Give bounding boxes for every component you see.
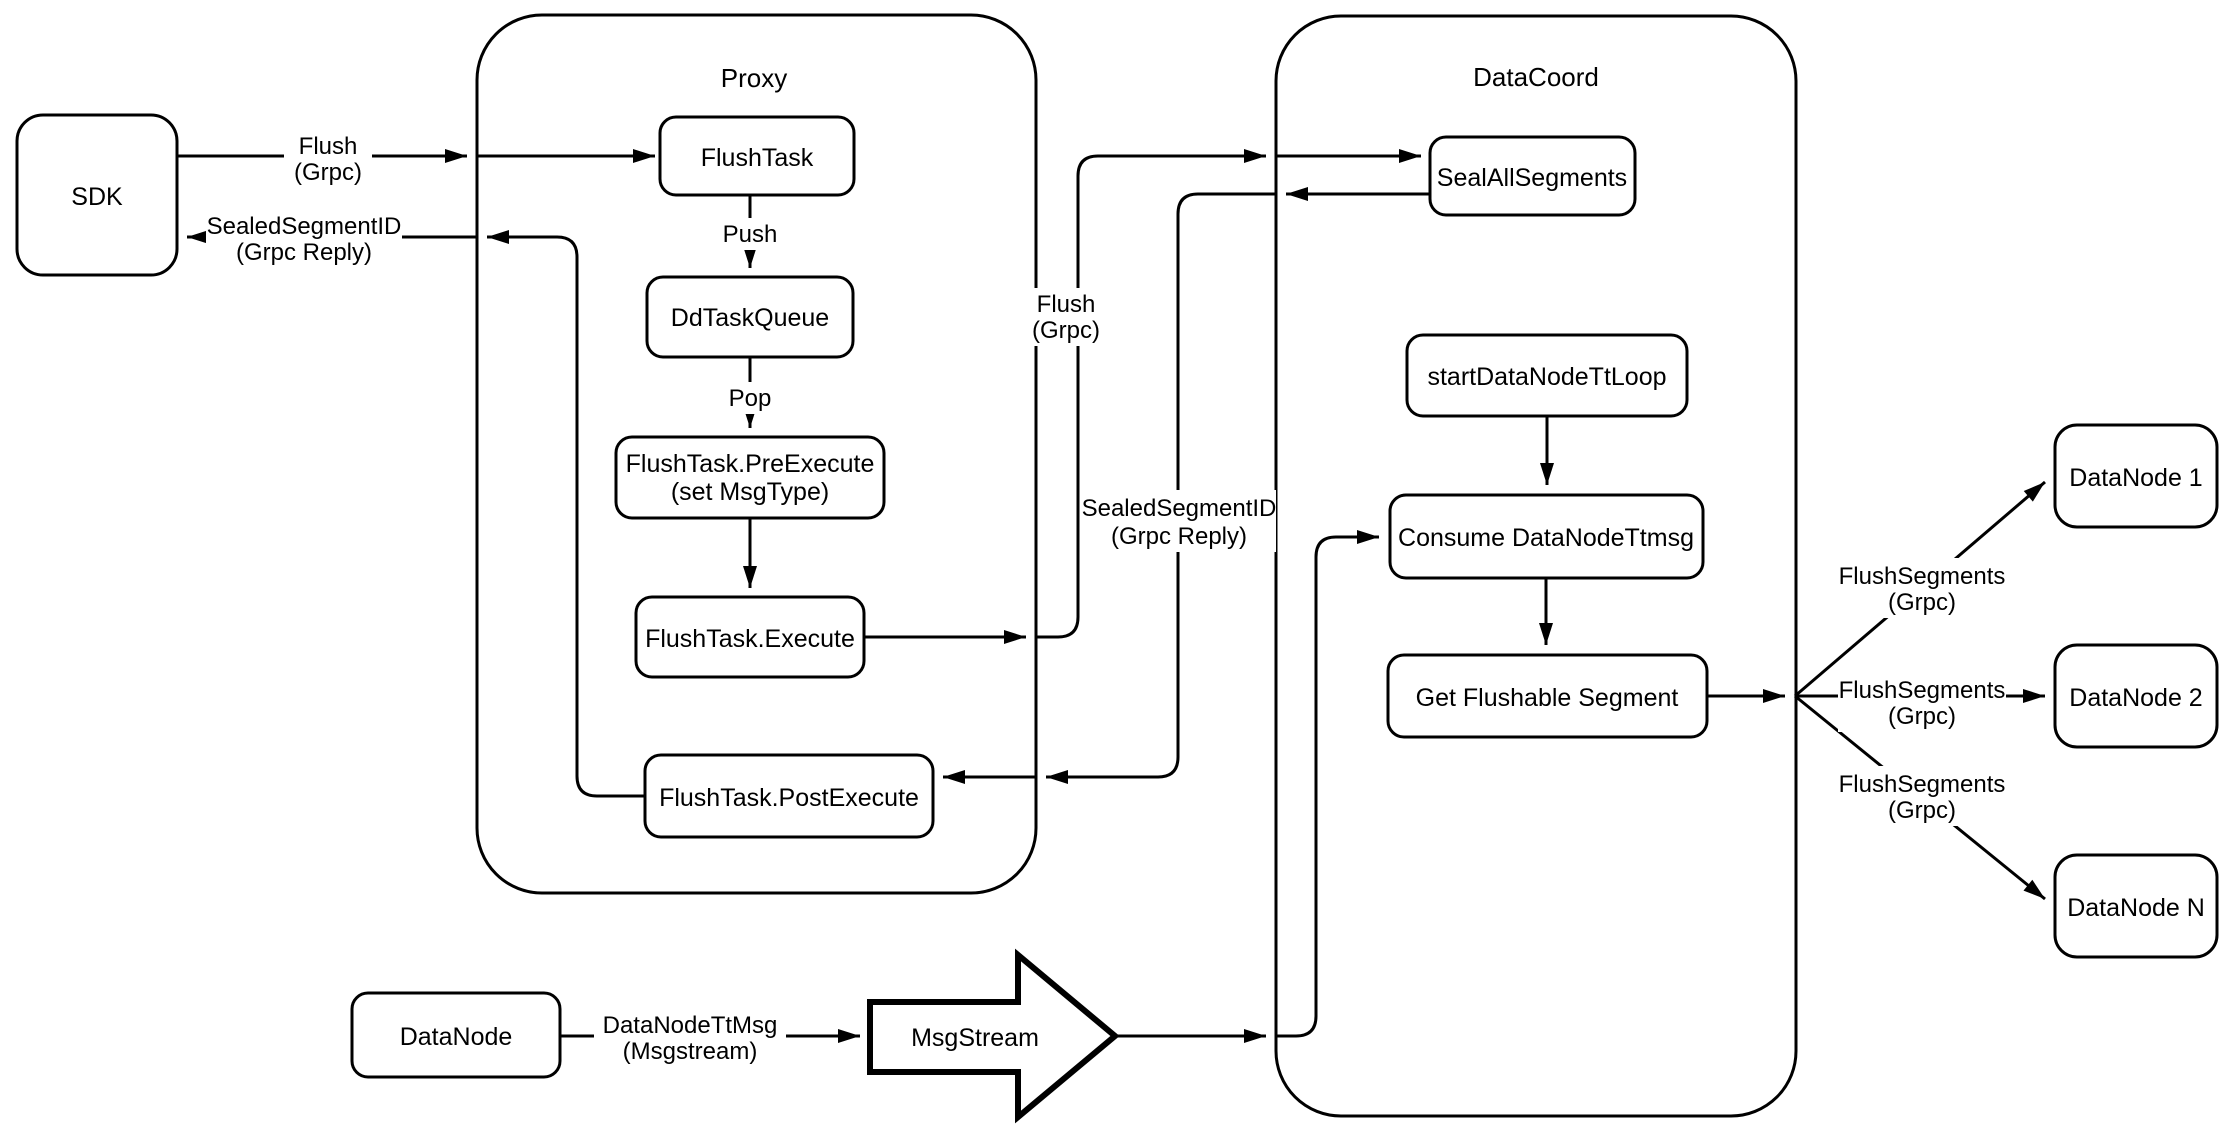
node-datanode-2: DataNode 2 (2053, 643, 2219, 749)
node-msgstream-label: MsgStream (911, 1024, 1039, 1052)
label-sealedsegmentid-line2: (Grpc Reply) (236, 239, 372, 266)
node-get-flushable-segment-label: Get Flushable Segment (1416, 684, 1679, 712)
proxy-container (475, 13, 1038, 895)
label-flushsegments2-line2: (Grpc) (1888, 703, 1956, 730)
label-flushsegments2-line1: FlushSegments (1839, 677, 2006, 704)
label-flushsegments3-line1: FlushSegments (1839, 771, 2006, 798)
label-sealed-segment-sdk: SealedSegmentID (Grpc Reply) (206, 210, 402, 266)
node-datanoden-label: DataNode N (2067, 894, 2205, 922)
node-sdk: SDK (15, 113, 179, 277)
node-datanode-source: DataNode (350, 991, 562, 1079)
label-flushsegments-2: FlushSegments (Grpc) (1838, 672, 2006, 732)
node-datanode-n: DataNode N (2053, 853, 2219, 959)
label-push-text: Push (723, 221, 778, 248)
label-flush-sdk-proxy: Flush (Grpc) (284, 130, 372, 186)
node-datanode2-label: DataNode 2 (2069, 684, 2202, 712)
label-sealed-mid-line2: (Grpc Reply) (1111, 523, 1247, 550)
node-preexecute-line2: (set MsgType) (671, 478, 829, 506)
label-datanodettmsg-line2: (Msgstream) (623, 1038, 758, 1065)
node-startdatanodettloop: startDataNodeTtLoop (1405, 333, 1689, 418)
datacoord-container-title: DataCoord (1473, 62, 1599, 92)
node-consume-datanodettmsg: Consume DataNodeTtmsg (1388, 493, 1705, 580)
msgstream-block-arrow-shape (867, 948, 1120, 1124)
label-datanodettmsg: DataNodeTtMsg (Msgstream) (594, 1006, 786, 1068)
label-flush-line1: Flush (299, 133, 358, 160)
label-flush-proxy-datacoord: Flush (Grpc) (1030, 288, 1122, 346)
edge-msgstream-up-to-consume (1277, 530, 1379, 1038)
node-postexecute-label: FlushTask.PostExecute (659, 784, 919, 812)
node-msgstream: MsgStream (867, 948, 1120, 1124)
node-get-flushable-segment: Get Flushable Segment (1386, 653, 1709, 739)
node-datanode1-label: DataNode 1 (2069, 464, 2202, 492)
label-flush-mid-line2: (Grpc) (1032, 317, 1100, 344)
node-sealallsegments-label: SealAllSegments (1437, 164, 1627, 192)
proxy-container-title: Proxy (721, 63, 787, 93)
node-sdk-label: SDK (71, 183, 123, 211)
label-flushsegments-1: FlushSegments (Grpc) (1838, 558, 2006, 618)
label-pop: Pop (720, 382, 780, 414)
label-pop-text: Pop (729, 385, 772, 412)
edge-flush-up-to-datacoord-border (1036, 149, 1266, 639)
node-execute-label: FlushTask.Execute (645, 625, 855, 653)
node-flushtask-label: FlushTask (701, 144, 814, 172)
label-sealed-segment-datacoord: SealedSegmentID (Grpc Reply) (1082, 490, 1277, 552)
label-flushsegments1-line2: (Grpc) (1888, 589, 1956, 616)
label-push: Push (716, 218, 784, 250)
node-flushtask-execute: FlushTask.Execute (634, 595, 866, 679)
node-startdatanodettloop-label: startDataNodeTtLoop (1427, 363, 1666, 391)
node-ddtaskqueue: DdTaskQueue (645, 275, 855, 359)
node-datanode-source-label: DataNode (400, 1023, 513, 1051)
node-flushtask-postexecute: FlushTask.PostExecute (643, 753, 935, 839)
node-flushtask: FlushTask (658, 115, 856, 197)
label-sealedsegmentid-line1: SealedSegmentID (207, 213, 402, 240)
label-sealed-mid-line1: SealedSegmentID (1082, 495, 1277, 522)
node-flushtask-preexecute: FlushTask.PreExecute (set MsgType) (614, 435, 886, 520)
node-ddtaskqueue-label: DdTaskQueue (671, 304, 829, 332)
node-consume-datanodettmsg-label: Consume DataNodeTtmsg (1398, 524, 1694, 552)
label-flush-mid-line1: Flush (1037, 291, 1096, 318)
node-datanode-1: DataNode 1 (2053, 423, 2219, 529)
label-flush-line2: (Grpc) (294, 159, 362, 186)
edge-postexecute-to-proxy-border (487, 230, 645, 798)
datacoord-container (1274, 14, 1798, 1118)
edge-sealed-reply-down-to-proxy-border (1046, 192, 1276, 784)
label-flushsegments3-line2: (Grpc) (1888, 797, 1956, 824)
node-sealallsegments: SealAllSegments (1428, 135, 1637, 217)
label-flushsegments1-line1: FlushSegments (1839, 563, 2006, 590)
label-flushsegments-3: FlushSegments (Grpc) (1838, 766, 2006, 826)
node-preexecute-line1: FlushTask.PreExecute (626, 450, 875, 478)
label-datanodettmsg-line1: DataNodeTtMsg (603, 1012, 778, 1039)
